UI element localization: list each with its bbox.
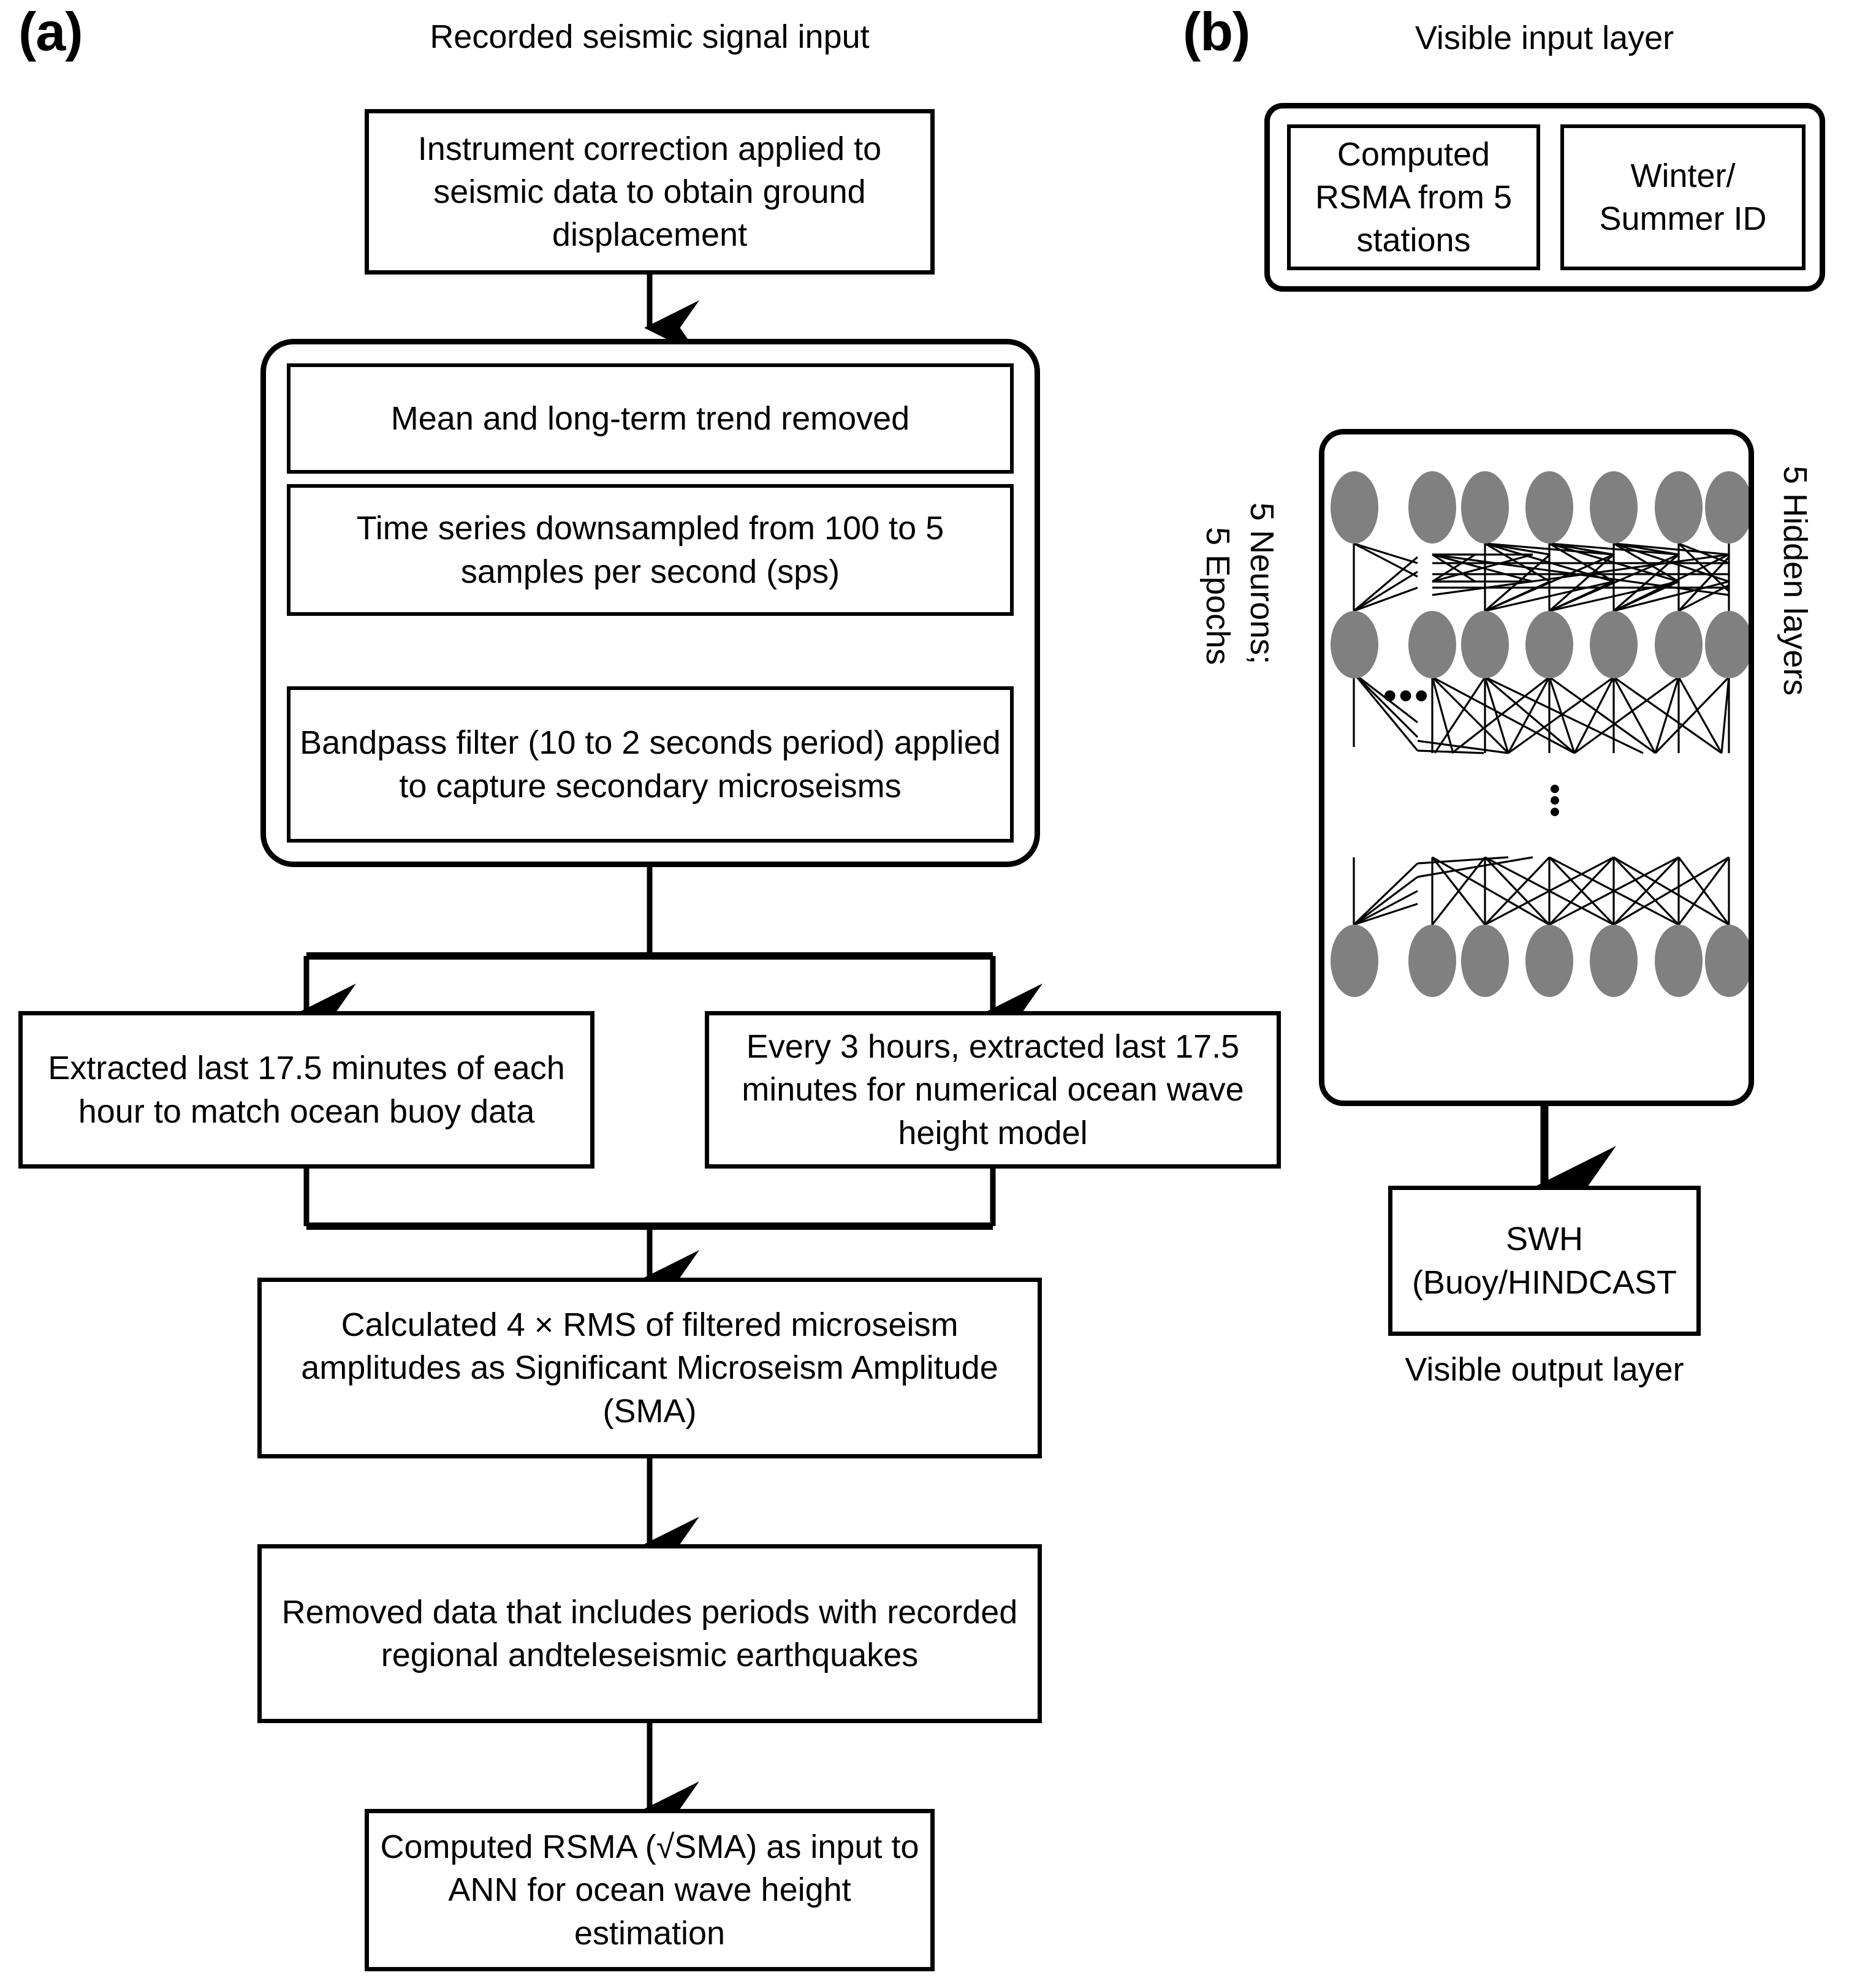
nn-node: [1461, 611, 1509, 678]
nn-node: [1408, 471, 1456, 544]
panel-a-label: (a): [18, 1, 83, 62]
nn-node: [1655, 471, 1703, 544]
nn-node: [1408, 611, 1456, 678]
branch-hourly-buoy: Extracted last 17.5 minutes of each hour…: [18, 1011, 594, 1169]
nn-node: [1331, 611, 1378, 678]
nn-wire-group: [1353, 542, 1730, 926]
panel-b-label: (b): [1183, 1, 1250, 62]
nn-node: [1705, 611, 1749, 678]
step-compute-rsma: Computed RSMA (√SMA) as input to ANN for…: [365, 1809, 935, 1971]
nn-node: [1331, 471, 1378, 544]
step-bandpass-filter: Bandpass filter (10 to 2 seconds period)…: [287, 686, 1014, 843]
step-instrument-correction: Instrument correction applied to seismic…: [365, 109, 935, 275]
step-detrend: Mean and long-term trend removed: [287, 363, 1014, 474]
visible-output-box: SWH (Buoy/HINDCAST: [1388, 1186, 1701, 1336]
nn-vertical-ellipsis: •••: [1538, 784, 1571, 819]
panel-a-top-caption: Recorded seismic signal input: [430, 18, 870, 55]
nn-horizontal-ellipsis: •••: [1383, 675, 1431, 717]
branch-3hourly-model: Every 3 hours, extracted last 17.5 minut…: [705, 1011, 1281, 1169]
panel-b-input-caption: Visible input layer: [1415, 20, 1674, 56]
nn-node: [1590, 611, 1638, 678]
input-box-season-id: Winter/ Summer ID: [1560, 124, 1806, 270]
nn-node: [1525, 611, 1573, 678]
nn-node: [1461, 471, 1509, 544]
neural-network-container: ••• •••: [1319, 429, 1754, 1106]
nn-node: [1331, 925, 1378, 997]
step-downsample: Time series downsampled from 100 to 5 sa…: [287, 484, 1014, 616]
nn-node: [1655, 611, 1703, 678]
nn-node: [1705, 471, 1749, 544]
nn-left-label-neurons: 5 Neurons;: [1244, 502, 1280, 665]
step-calculate-sma: Calculated 4 × RMS of filtered microseis…: [257, 1278, 1042, 1458]
nn-node: [1408, 925, 1456, 997]
step-remove-earthquakes: Removed data that includes periods with …: [257, 1544, 1042, 1723]
nn-node: [1705, 925, 1749, 997]
nn-right-label-hidden-layers: 5 Hidden layers: [1777, 466, 1813, 696]
nn-node: [1590, 471, 1638, 544]
input-box-rsma: Computed RSMA from 5 stations: [1287, 124, 1540, 270]
nn-node: [1525, 925, 1573, 997]
nn-left-label-epochs: 5 Epochs: [1199, 527, 1236, 665]
panel-b-output-caption: Visible output layer: [1405, 1351, 1684, 1388]
nn-node: [1525, 471, 1573, 544]
nn-node: [1655, 925, 1703, 997]
nn-node: [1590, 925, 1638, 997]
nn-node: [1461, 925, 1509, 997]
